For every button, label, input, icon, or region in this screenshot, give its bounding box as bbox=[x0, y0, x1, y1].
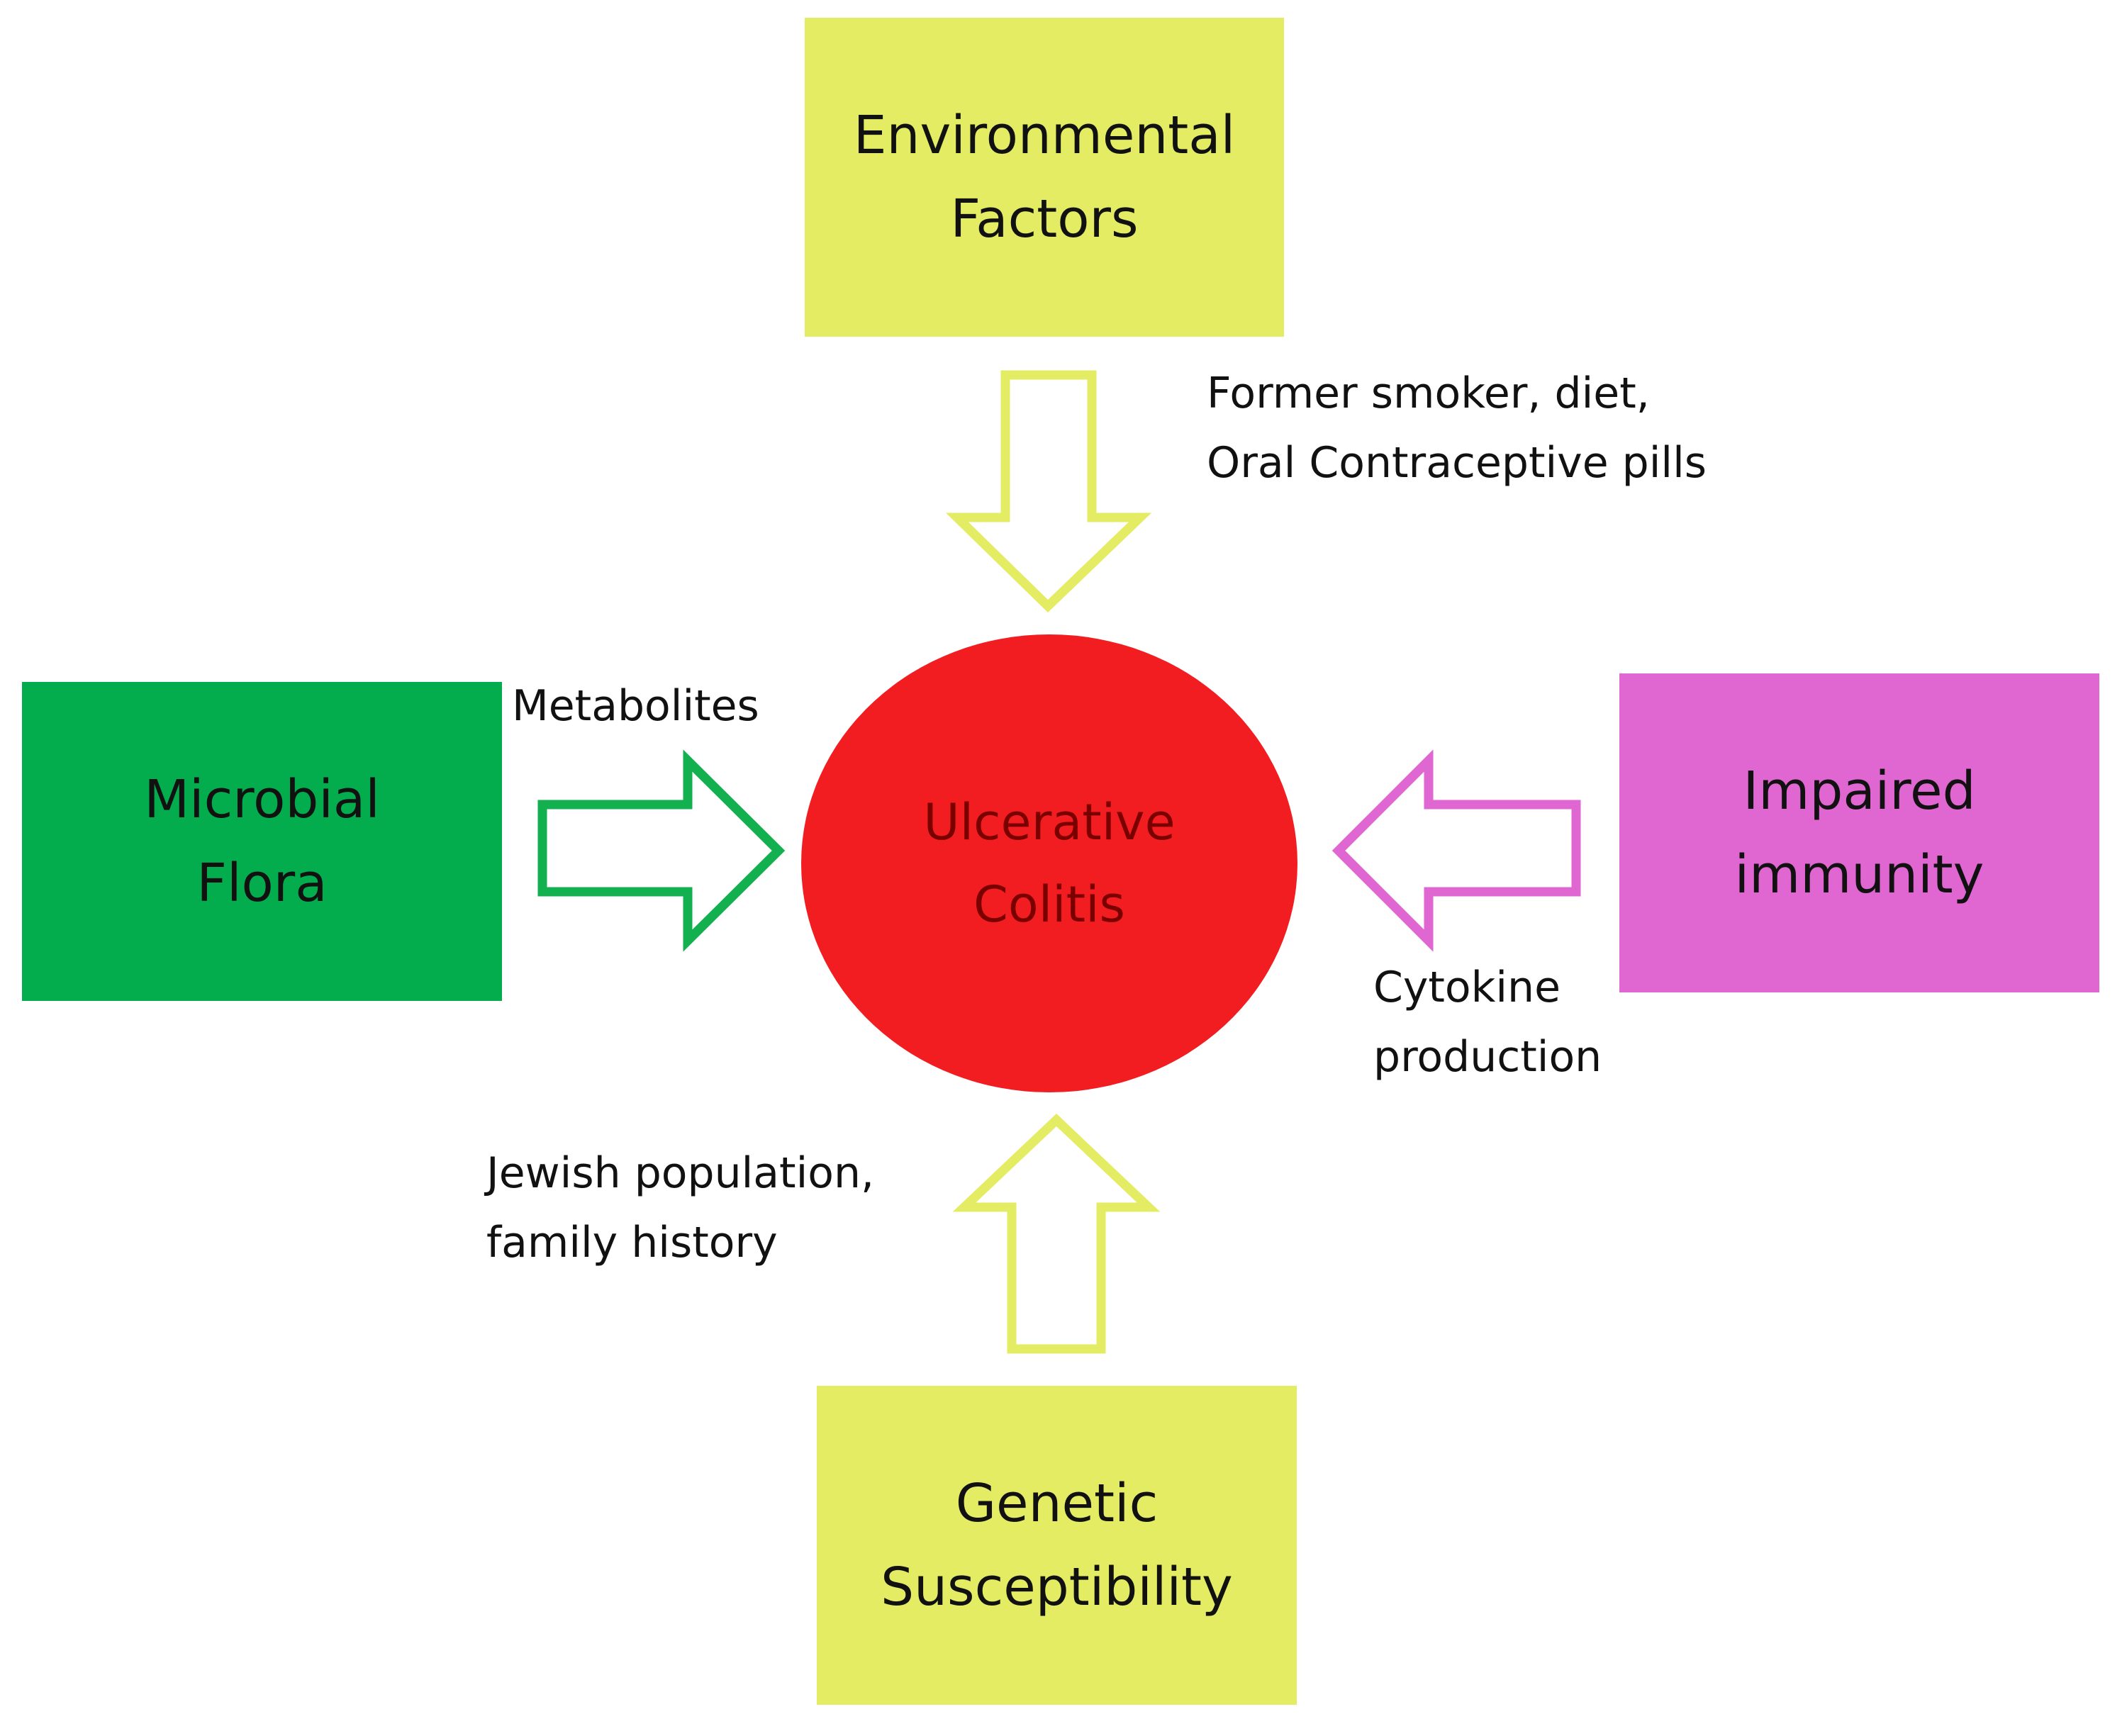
cytokine-annotation-line-2: production bbox=[1373, 1032, 1602, 1082]
microbial-flora-label: Microbial Flora bbox=[144, 758, 380, 925]
environmental-factors-label: Environmental Factors bbox=[854, 94, 1235, 261]
impaired-immunity-line-1: Impaired bbox=[1743, 761, 1976, 822]
environmental-annotation-line-1: Former smoker, diet, bbox=[1207, 369, 1650, 418]
cytokine-annotation-line-1: Cytokine bbox=[1373, 963, 1561, 1012]
cytokine-production-annotation: Cytokine production bbox=[1373, 953, 1602, 1092]
genetic-susceptibility-annotation: Jewish population, family history bbox=[486, 1138, 874, 1277]
genetic-susceptibility-label: Genetic Susceptibility bbox=[881, 1462, 1233, 1629]
environmental-factors-line-1: Environmental bbox=[853, 105, 1236, 166]
microbial-flora-line-1: Microbial bbox=[144, 769, 380, 830]
environmental-factors-line-2: Factors bbox=[950, 189, 1139, 250]
impaired-immunity-line-2: immunity bbox=[1734, 844, 1984, 905]
genetic-susceptibility-box: Genetic Susceptibility bbox=[817, 1386, 1297, 1705]
metabolites-annotation-line-1: Metabolites bbox=[512, 681, 759, 731]
metabolites-annotation: Metabolites bbox=[512, 671, 759, 741]
ulcerative-colitis-circle: Ulcerative Colitis bbox=[801, 634, 1297, 1092]
arrow-microbial bbox=[537, 749, 786, 952]
genetic-annotation-line-1: Jewish population, bbox=[486, 1148, 875, 1198]
environmental-annotation-line-2: Oral Contraceptive pills bbox=[1207, 438, 1707, 488]
environmental-factors-annotation: Former smoker, diet, Oral Contraceptive … bbox=[1207, 359, 1707, 498]
genetic-susceptibility-line-1: Genetic bbox=[955, 1473, 1159, 1534]
arrow-immunity bbox=[1332, 749, 1581, 952]
arrow-environmental bbox=[946, 370, 1152, 613]
environmental-factors-box: Environmental Factors bbox=[805, 18, 1284, 337]
microbial-flora-box: Microbial Flora bbox=[22, 682, 502, 1001]
genetic-susceptibility-line-2: Susceptibility bbox=[881, 1557, 1233, 1618]
ulcerative-colitis-label: Ulcerative Colitis bbox=[923, 781, 1175, 946]
impaired-immunity-label: Impaired immunity bbox=[1735, 749, 1984, 917]
microbial-flora-line-2: Flora bbox=[196, 853, 328, 914]
arrow-genetic bbox=[952, 1114, 1161, 1354]
ulcerative-colitis-line-2: Colitis bbox=[973, 875, 1125, 934]
genetic-annotation-line-2: family history bbox=[486, 1218, 778, 1267]
ulcerative-colitis-line-1: Ulcerative bbox=[923, 793, 1176, 851]
impaired-immunity-box: Impaired immunity bbox=[1619, 673, 2099, 992]
